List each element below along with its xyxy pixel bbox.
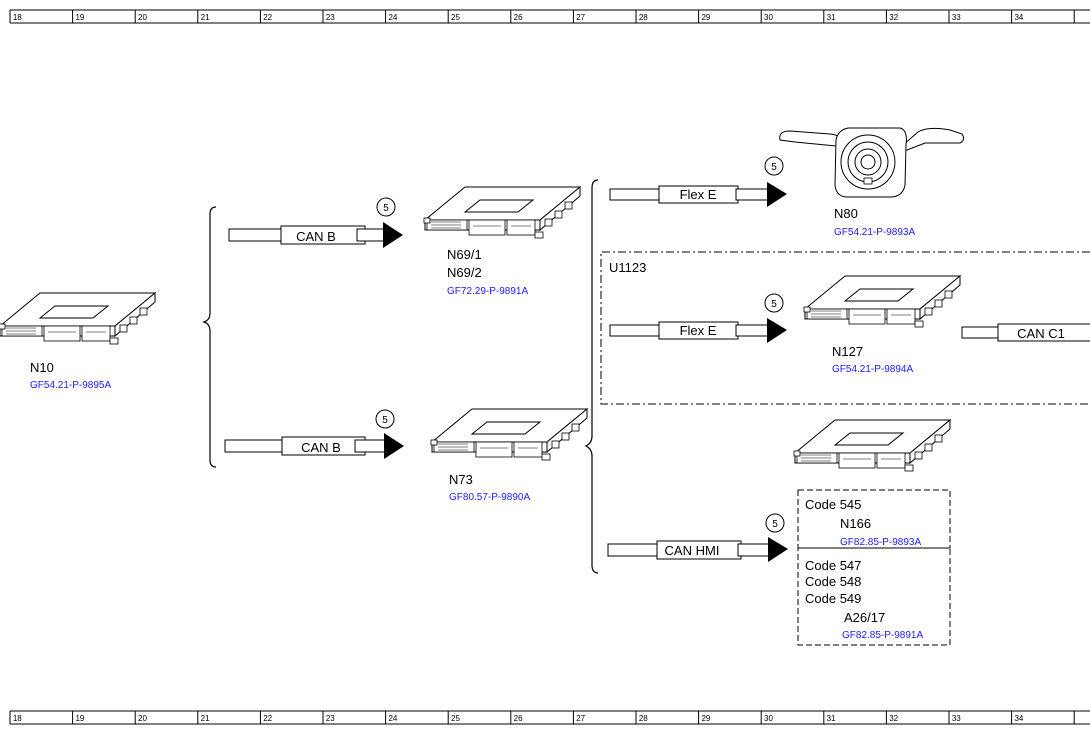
flex-e-lower-bus: Flex E: [609, 318, 787, 343]
n127-label: N127: [832, 344, 863, 359]
ecu-n73-icon: [430, 408, 588, 461]
ruler-label: 31: [827, 714, 836, 723]
a26-code-label-3: Code 549: [805, 591, 861, 606]
ruler-label: 28: [639, 13, 648, 22]
ruler-label: 21: [201, 714, 210, 723]
marker-1: 5: [376, 197, 396, 217]
ruler-label: 18: [13, 13, 22, 22]
ruler-label: 33: [952, 13, 961, 22]
marker-4: 5: [764, 293, 784, 313]
right-brace: [584, 179, 599, 574]
ruler-label: 25: [451, 714, 460, 723]
a26-code-label-2: Code 548: [805, 574, 861, 589]
bottom-ruler: 18 19 20 21 22 23 24 25 26 27 28 29 30 31 32 33 34: [9, 710, 1090, 725]
can-b-lower-label: CAN B: [301, 440, 341, 455]
a26-code-label-1: Code 547: [805, 558, 861, 573]
n166-label: N166: [840, 516, 871, 531]
ruler-label: 25: [451, 13, 460, 22]
svg-text:5: 5: [771, 299, 777, 310]
ruler-label: 19: [75, 714, 84, 723]
a26-ref-link[interactable]: GF82.85-P-9891A: [842, 630, 923, 641]
n80-label: N80: [834, 206, 858, 221]
ruler-label: 32: [889, 13, 898, 22]
can-b-lower-bus: CAN B: [224, 433, 404, 459]
ruler-label: 34: [1014, 13, 1023, 22]
ecu-n69-icon: [423, 186, 581, 239]
ruler-label: 31: [827, 13, 836, 22]
can-hmi-label: CAN HMI: [665, 543, 720, 558]
ruler-label: 32: [889, 714, 898, 723]
u1123-label: U1123: [609, 260, 646, 275]
ecu-n10-icon: [0, 292, 156, 345]
ruler-label: 27: [576, 714, 585, 723]
n69-1-label: N69/1: [447, 247, 482, 262]
ruler-label: 24: [388, 13, 397, 22]
can-c1-bus: CAN C1: [961, 323, 1090, 342]
flex-e-lower-label: Flex E: [680, 323, 717, 338]
marker-2: 5: [375, 409, 395, 429]
can-hmi-bus: CAN HMI: [607, 537, 788, 562]
n69-ref-link[interactable]: GF72.29-P-9891A: [447, 286, 528, 297]
can-c1-label: CAN C1: [1017, 326, 1065, 341]
ruler-label: 28: [639, 714, 648, 723]
svg-text:5: 5: [772, 519, 778, 530]
ruler-label: 29: [701, 13, 710, 22]
ruler-label: 23: [326, 13, 335, 22]
svg-text:5: 5: [383, 203, 389, 214]
top-ruler: 18 19 20 21 22 23 24 25 26 27 28 29 30 31 32 33 34: [9, 9, 1090, 24]
n80-ref-link[interactable]: GF54.21-P-9893A: [834, 227, 915, 238]
ruler-label: 20: [138, 13, 147, 22]
ruler-label: 30: [764, 714, 773, 723]
ecu-n166-icon: [793, 419, 951, 472]
ruler-label: 18: [13, 714, 22, 723]
code-box-n166: [797, 489, 951, 549]
n10-label: N10: [30, 360, 54, 375]
n69-2-label: N69/2: [447, 265, 482, 280]
ruler-label: 22: [263, 13, 272, 22]
ruler-label: 26: [514, 714, 523, 723]
n73-label: N73: [449, 472, 473, 487]
flex-e-upper-bus: Flex E: [609, 182, 787, 207]
n73-ref-link[interactable]: GF80.57-P-9890A: [449, 492, 530, 503]
ruler-label: 29: [701, 714, 710, 723]
svg-text:5: 5: [382, 415, 388, 426]
u1123-boundary: [600, 251, 1090, 405]
ruler-label: 19: [75, 13, 84, 22]
steering-switch-n80-icon: [779, 127, 965, 198]
ruler-label: 22: [263, 714, 272, 723]
can-b-upper-bus: CAN B: [228, 222, 403, 248]
svg-text:5: 5: [771, 162, 777, 173]
ruler-label: 30: [764, 13, 773, 22]
marker-5: 5: [765, 513, 785, 533]
n166-ref-link[interactable]: GF82.85-P-9893A: [840, 537, 921, 548]
a26-label: A26/17: [844, 610, 885, 625]
ruler-label: 23: [326, 714, 335, 723]
flex-e-upper-label: Flex E: [680, 187, 717, 202]
ruler-label: 33: [952, 714, 961, 723]
marker-3: 5: [764, 156, 784, 176]
ruler-label: 26: [514, 13, 523, 22]
code-box-a26: [797, 547, 951, 646]
n127-ref-link[interactable]: GF54.21-P-9894A: [832, 364, 913, 375]
ruler-label: 20: [138, 714, 147, 723]
ruler-label: 34: [1014, 714, 1023, 723]
ruler-label: 27: [576, 13, 585, 22]
ruler-label: 24: [388, 714, 397, 723]
n166-code-label: Code 545: [805, 497, 861, 512]
can-b-upper-label: CAN B: [296, 229, 336, 244]
ecu-n127-icon: [803, 275, 961, 328]
left-brace: [202, 206, 217, 468]
n10-ref-link[interactable]: GF54.21-P-9895A: [30, 380, 111, 391]
ruler-label: 21: [201, 13, 210, 22]
